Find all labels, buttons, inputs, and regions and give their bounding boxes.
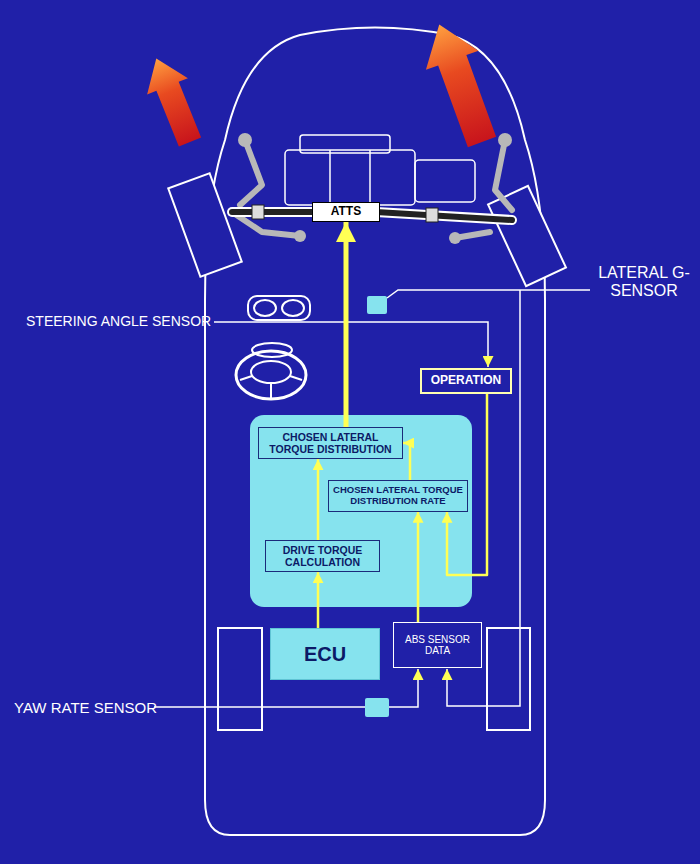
signal-arrow	[317, 459, 320, 540]
signal-arrow	[344, 222, 349, 427]
engine-outline	[285, 135, 475, 205]
node-text: ABS SENSOR DATA	[397, 634, 478, 657]
process-box: CHOSEN LATERAL TORQUE DISTRIBUTION	[258, 427, 403, 459]
signal-arrow	[403, 443, 410, 480]
sensor-label: YAW RATE SENSOR	[14, 699, 157, 716]
sensor-wire	[154, 290, 590, 707]
front-wheel	[488, 186, 566, 286]
yaw-rate-sensor	[365, 698, 389, 717]
sensor-data-box: ABS SENSOR DATA	[393, 622, 482, 668]
suspension-joint	[238, 133, 512, 244]
suspension-arm	[232, 140, 512, 238]
rear-wheel	[487, 628, 530, 730]
process-box: CHOSEN LATERAL TORQUE DISTRIBUTION RATE	[328, 480, 468, 512]
signal-arrow	[417, 512, 420, 622]
ecu-box: ECU	[270, 628, 380, 680]
actuator-box: ATTS	[312, 202, 380, 222]
operation-box: OPERATION	[420, 368, 512, 394]
front-wheel	[168, 173, 241, 276]
steering-wheel	[236, 296, 310, 399]
lateral-g-sensor	[367, 296, 387, 314]
node-text: CHOSEN LATERAL TORQUE DISTRIBUTION RATE	[333, 485, 463, 507]
node-text: DRIVE TORQUE CALCULATION	[270, 544, 375, 568]
rear-wheel	[218, 628, 262, 730]
car-outline	[205, 28, 545, 836]
drive-force-arrow	[136, 50, 211, 150]
node-text: ATTS	[331, 205, 361, 219]
sensor-label: STEERING ANGLE SENSOR	[26, 313, 211, 329]
control-panel	[250, 415, 472, 607]
node-text: CHOSEN LATERAL TORQUE DISTRIBUTION	[263, 431, 398, 455]
drive-force-arrow	[413, 15, 508, 152]
node-text: ECU	[304, 643, 346, 666]
process-box: DRIVE TORQUE CALCULATION	[265, 540, 380, 572]
node-text: OPERATION	[431, 374, 501, 388]
sensor-label: LATERAL G-SENSOR	[594, 264, 694, 301]
signal-arrow	[317, 572, 320, 628]
